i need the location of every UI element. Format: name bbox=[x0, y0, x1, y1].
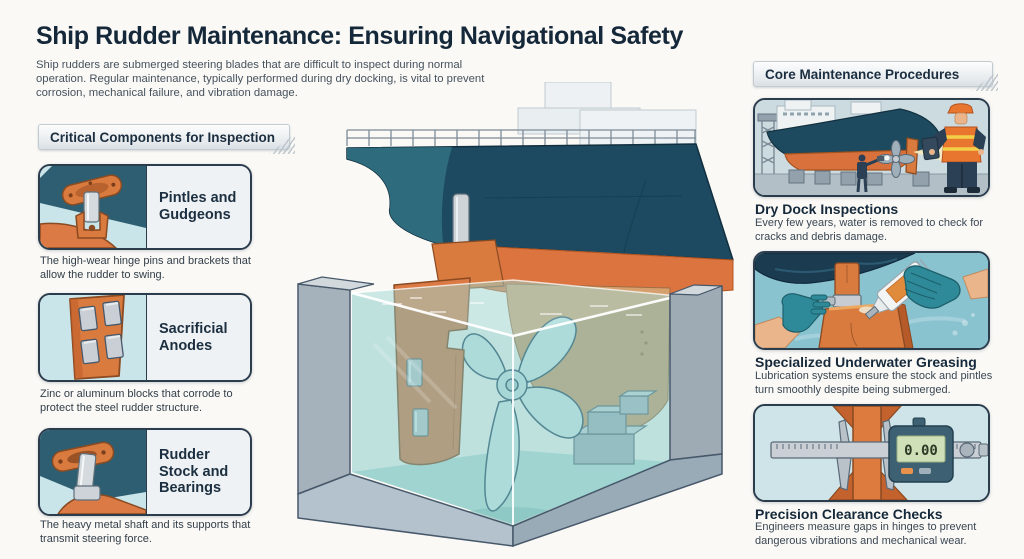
card-title: Rudder Stock and Bearings bbox=[146, 430, 250, 514]
left-section-header: Critical Components for Inspection bbox=[38, 124, 290, 150]
card-pintles-gudgeons: Pintles and Gudgeons bbox=[38, 164, 252, 250]
proc-caption: Every few years, water is removed to che… bbox=[755, 217, 984, 243]
rudder-stock-illustration-icon bbox=[40, 430, 147, 514]
card-rudder-stock-bearings: Rudder Stock and Bearings bbox=[38, 428, 252, 516]
proc-caption: Lubrication systems ensure the stock and… bbox=[755, 370, 993, 396]
sacrificial-anodes bbox=[406, 358, 429, 437]
page-title: Ship Rudder Maintenance: Ensuring Naviga… bbox=[36, 22, 683, 50]
digital-caliper: 0.00 bbox=[770, 417, 988, 491]
card-title: Sacrificial Anodes bbox=[146, 295, 250, 380]
right-section-header-label: Core Maintenance Procedures bbox=[765, 66, 960, 82]
rudder-blade bbox=[393, 277, 471, 466]
proc-title: Precision Clearance Checks bbox=[755, 506, 943, 522]
deck-railing bbox=[346, 129, 696, 146]
rudder-stock bbox=[431, 193, 505, 291]
card-caption: The high-wear hinge pins and brackets th… bbox=[40, 255, 251, 281]
water-volume bbox=[352, 280, 678, 524]
proc-caption: Engineers measure gaps in hinges to prev… bbox=[755, 521, 977, 547]
right-section-header: Core Maintenance Procedures bbox=[753, 61, 993, 87]
left-section-header-label: Critical Components for Inspection bbox=[50, 129, 276, 145]
dock-worker bbox=[856, 154, 890, 193]
dock-crane bbox=[757, 113, 779, 174]
right-gloved-hand bbox=[903, 265, 988, 309]
digital-caliper-scene-icon: 0.00 bbox=[753, 404, 990, 502]
propeller bbox=[461, 316, 584, 512]
card-caption: The heavy metal shaft and its supports t… bbox=[40, 519, 251, 545]
caliper-lcd-reading: 0.00 bbox=[904, 443, 938, 459]
underwater-greasing-scene-icon bbox=[753, 251, 990, 350]
dock-tank-walls bbox=[297, 276, 723, 548]
keel-blocks bbox=[572, 390, 659, 465]
anode-blocks-illustration-icon bbox=[40, 295, 146, 380]
proc-title: Dry Dock Inspections bbox=[755, 201, 899, 217]
card-caption: Zinc or aluminum blocks that corrode to … bbox=[40, 388, 233, 414]
inspector-with-tablet bbox=[921, 103, 986, 193]
proc-title: Specialized Underwater Greasing bbox=[755, 354, 977, 370]
hull-above-waterline bbox=[346, 143, 734, 261]
card-sacrificial-anodes: Sacrificial Anodes bbox=[38, 293, 252, 382]
dry-dock-inspection-scene-icon bbox=[753, 98, 990, 197]
water-surface bbox=[351, 279, 679, 525]
pintle-gudgeon-illustration-icon bbox=[40, 166, 146, 248]
card-title: Pintles and Gudgeons bbox=[146, 166, 250, 248]
center-illustration-ship-stern-cutaway bbox=[290, 81, 735, 559]
left-gloved-hand bbox=[755, 293, 831, 348]
page-subtitle: Ship rudders are submerged steering blad… bbox=[36, 59, 485, 99]
